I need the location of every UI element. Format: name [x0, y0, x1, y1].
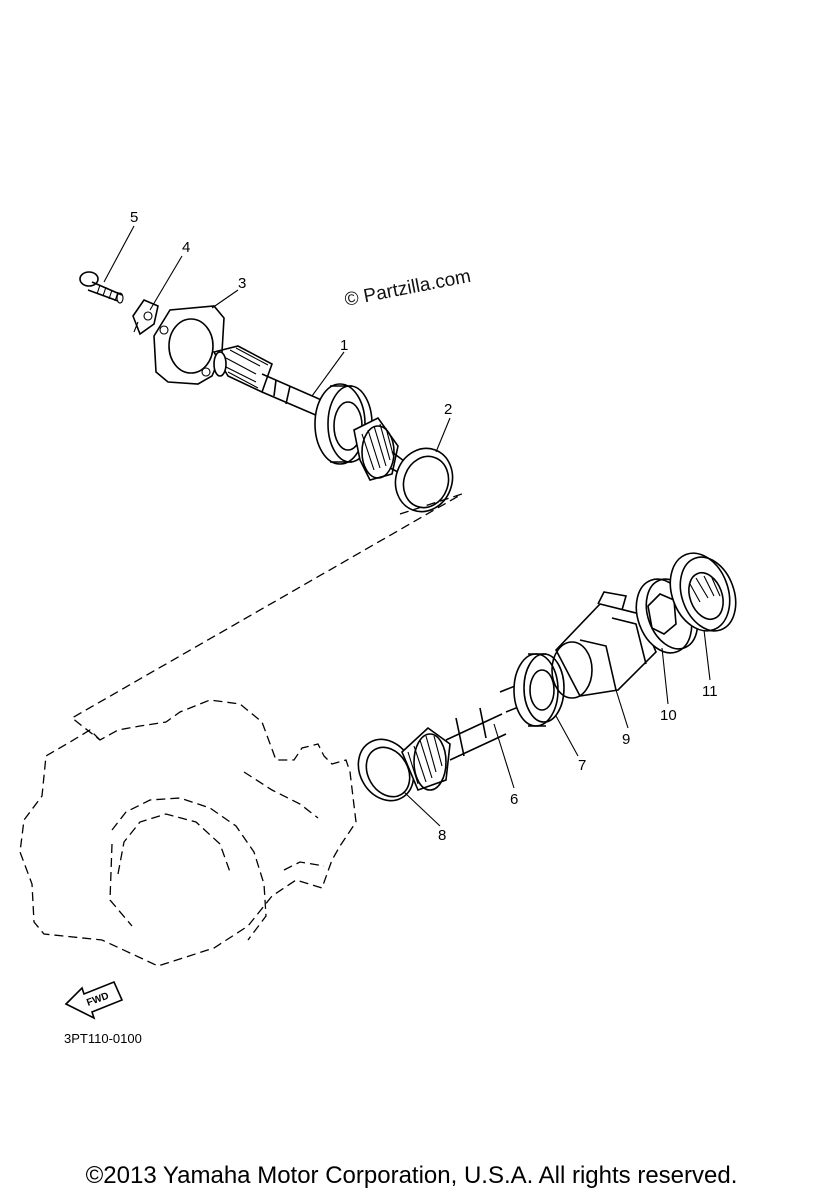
- copyright-notice: ©2013 Yamaha Motor Corporation, U.S.A. A…: [85, 1162, 738, 1189]
- part-11-bearing[interactable]: [660, 545, 745, 639]
- part-9-coupling[interactable]: [551, 591, 657, 699]
- part-7-bearing[interactable]: [513, 653, 565, 727]
- callout-4[interactable]: 4: [182, 239, 190, 256]
- callout-11[interactable]: 11: [702, 683, 718, 700]
- reference-line-upper: [70, 493, 463, 741]
- callout-1[interactable]: 1: [340, 337, 348, 354]
- callout-7[interactable]: 7: [578, 757, 586, 774]
- callout-3[interactable]: 3: [238, 275, 246, 292]
- diagram-code: 3PT110-0100: [64, 1031, 142, 1046]
- engine-outline: [19, 699, 357, 967]
- part-1-drive-shaft[interactable]: [212, 345, 409, 481]
- callout-2[interactable]: 2: [444, 401, 452, 418]
- callout-5[interactable]: 5: [130, 209, 138, 226]
- part-4-lock-plate[interactable]: [132, 299, 159, 336]
- fwd-arrow-icon: FWD: [64, 980, 124, 1020]
- callout-9[interactable]: 9: [622, 731, 630, 748]
- callouts: 5 4 3 1 2 6 7 8 9 10 11: [103, 209, 718, 844]
- callout-8[interactable]: 8: [438, 827, 446, 844]
- part-2-shim[interactable]: [387, 440, 462, 519]
- part-6-middle-shaft[interactable]: [401, 675, 547, 792]
- callout-6[interactable]: 6: [510, 791, 518, 808]
- callout-10[interactable]: 10: [660, 707, 677, 724]
- part-5-bolt[interactable]: [79, 271, 124, 304]
- part-3-retainer-plate[interactable]: [153, 305, 225, 385]
- watermark-text: © Partzilla.com: [343, 266, 473, 311]
